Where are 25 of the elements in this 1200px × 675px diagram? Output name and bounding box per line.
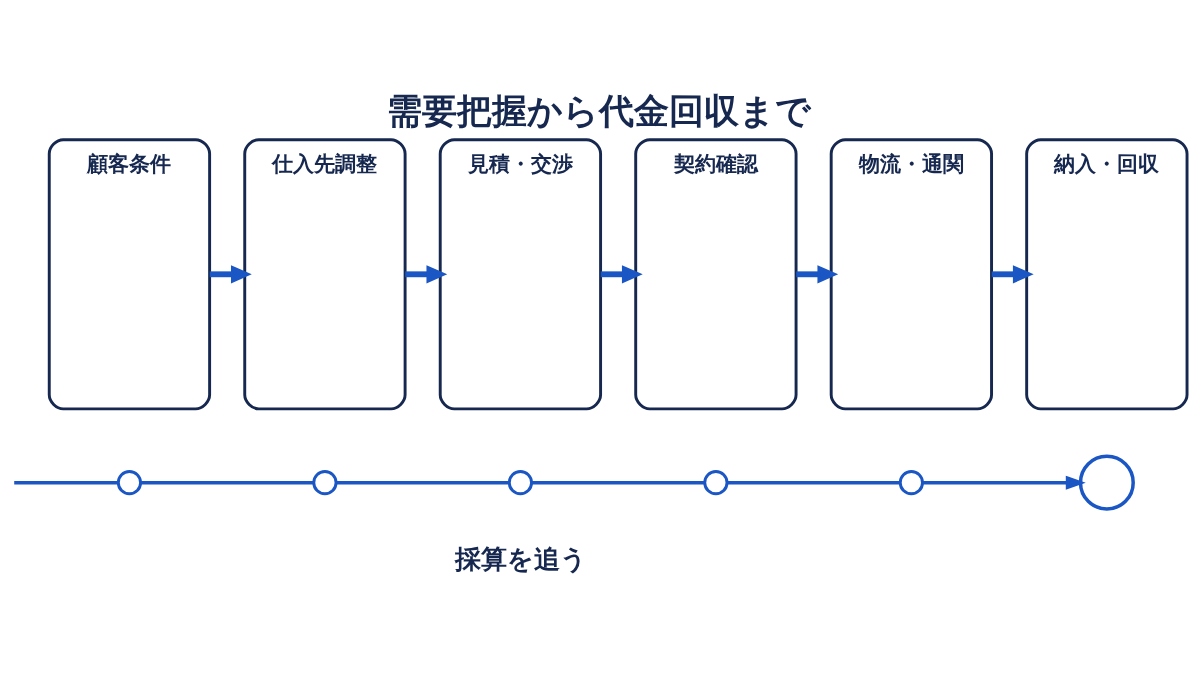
node-circle xyxy=(703,470,729,496)
node-box: 納入・回収 xyxy=(1025,138,1189,411)
arrow xyxy=(600,265,643,284)
node-circle xyxy=(507,470,533,496)
arrow xyxy=(922,475,1086,490)
connector xyxy=(14,480,119,485)
node-circle xyxy=(1078,454,1135,511)
node-circle xyxy=(312,470,338,496)
connector xyxy=(531,480,705,485)
node-box: 顧客条件 xyxy=(47,138,212,411)
node-circle xyxy=(898,470,924,496)
node-box: 契約確認 xyxy=(634,138,798,411)
node-box: 物流・通関 xyxy=(829,138,993,411)
node-box: 仕入先調整 xyxy=(243,138,407,411)
diagram-title: 需要把握から代金回収まで xyxy=(386,90,811,132)
connector xyxy=(141,480,314,485)
node-circle xyxy=(116,470,142,496)
arrow xyxy=(991,265,1034,284)
arrow xyxy=(209,265,252,284)
arrow xyxy=(405,265,448,284)
arrow xyxy=(796,265,839,284)
node-box: 見積・交渉 xyxy=(438,138,603,411)
label: 採算を追う xyxy=(455,543,588,574)
connector xyxy=(336,480,510,485)
connector xyxy=(727,480,901,485)
